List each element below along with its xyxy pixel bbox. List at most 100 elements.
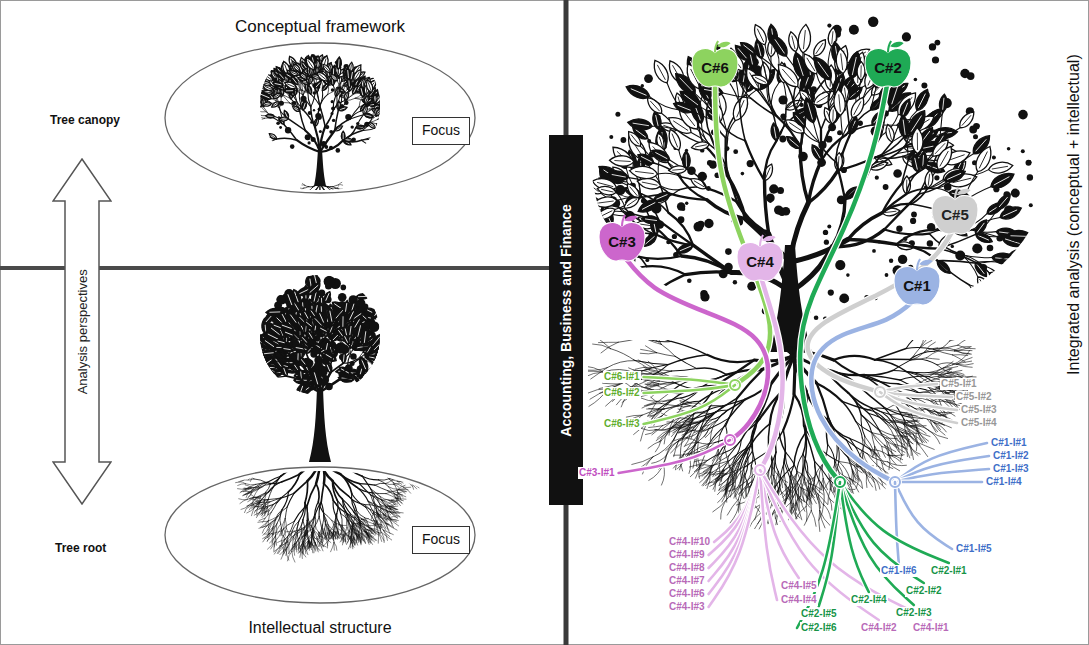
leaf — [381, 101, 394, 113]
tree-branch — [382, 151, 387, 156]
tree-branch — [279, 102, 289, 104]
leaf — [391, 138, 401, 142]
leaf — [383, 118, 397, 126]
leaf-vein — [399, 131, 407, 134]
leaf-blade — [246, 358, 260, 371]
leaf-vein — [382, 103, 390, 106]
tree-branch — [348, 88, 350, 99]
tree-branch — [242, 149, 251, 151]
tree-root — [331, 188, 334, 190]
leaf-vein — [397, 125, 403, 127]
leaf — [240, 362, 258, 375]
leaf-blade — [375, 123, 383, 133]
leaf-blade — [244, 93, 257, 104]
tree-branch — [265, 117, 275, 119]
leaf-vein — [391, 153, 396, 159]
tree-branch — [340, 77, 345, 84]
tree-branch — [276, 368, 286, 377]
leaf — [255, 367, 267, 376]
leaf — [378, 102, 392, 110]
leaf-vein — [292, 78, 296, 83]
leaf-vein — [385, 129, 386, 135]
tree-branch — [257, 118, 264, 122]
leaf-vein — [351, 72, 352, 79]
tree-branch — [242, 145, 250, 150]
tree-branch — [343, 130, 362, 140]
leaf — [226, 140, 236, 146]
leaf-vein — [390, 116, 395, 120]
leaf-vein — [384, 128, 392, 133]
leaf — [245, 107, 258, 114]
tree-branch — [243, 117, 248, 126]
tree-branch — [247, 113, 257, 115]
canopy-dot — [341, 285, 347, 291]
leaf-vein — [389, 126, 394, 129]
tree-branch — [265, 378, 274, 379]
leaf-vein — [384, 124, 385, 130]
tree-branch — [260, 374, 266, 378]
leaf-blade — [245, 375, 261, 388]
leaf-vein — [265, 75, 271, 80]
leaf-blade — [252, 137, 262, 144]
leaf — [242, 358, 256, 366]
leaf — [375, 123, 383, 133]
tree-branch — [376, 136, 388, 137]
tree-branch — [315, 107, 320, 127]
leaf-vein — [229, 129, 235, 131]
tree-root — [331, 197, 333, 200]
tree-branch — [250, 143, 261, 146]
tree-branch — [320, 91, 323, 106]
tree-branch — [373, 146, 380, 152]
leaf-blade — [397, 126, 410, 132]
leaf-vein — [387, 155, 394, 158]
leaf-vein — [399, 128, 408, 129]
tree-root — [321, 200, 323, 203]
leaf — [233, 110, 247, 117]
leaf-blade — [394, 102, 409, 110]
tree-root — [305, 192, 307, 194]
leaf-vein — [254, 143, 260, 144]
tree-branch — [256, 365, 265, 367]
leaf-blade — [254, 363, 266, 372]
tree-root — [311, 199, 313, 202]
tree-root — [320, 197, 322, 201]
leaf-vein — [390, 124, 394, 129]
leaf-vein — [348, 80, 350, 86]
leaf-blade — [383, 118, 397, 126]
leaf — [238, 139, 247, 143]
leaf-blade — [394, 103, 406, 116]
leaf-blade — [397, 113, 411, 122]
leaf-blade — [245, 368, 260, 375]
leaf — [385, 105, 398, 114]
canopy-dot — [279, 126, 282, 129]
leaf — [289, 75, 299, 86]
leaf — [396, 139, 408, 147]
canopy-dot — [308, 141, 311, 144]
leaf-vein — [256, 375, 262, 378]
leaf-vein — [253, 360, 261, 366]
leaf-vein — [247, 96, 254, 100]
leaf — [293, 382, 307, 403]
leaf-blade — [272, 81, 283, 88]
leaf-vein — [243, 120, 247, 124]
leaf-vein — [251, 386, 257, 391]
leaf-blade — [289, 75, 299, 86]
leaf-vein — [382, 101, 386, 108]
tree-root — [332, 193, 334, 195]
leaf — [322, 291, 332, 305]
leaf-vein — [345, 94, 347, 100]
tree-branch — [388, 137, 397, 141]
tree-branch — [274, 376, 287, 377]
tree-branch — [259, 373, 266, 375]
leaf-blade — [255, 367, 267, 376]
leaf-vein — [388, 108, 395, 111]
tree-branch — [258, 379, 264, 383]
tree-root — [325, 200, 329, 202]
leaf-blade — [389, 139, 404, 149]
leaf — [238, 368, 255, 377]
leaf-blade — [248, 384, 259, 394]
leaf-vein — [254, 140, 259, 143]
leaf-vein — [386, 135, 392, 136]
leaf — [245, 368, 260, 375]
tree-root — [305, 198, 309, 199]
